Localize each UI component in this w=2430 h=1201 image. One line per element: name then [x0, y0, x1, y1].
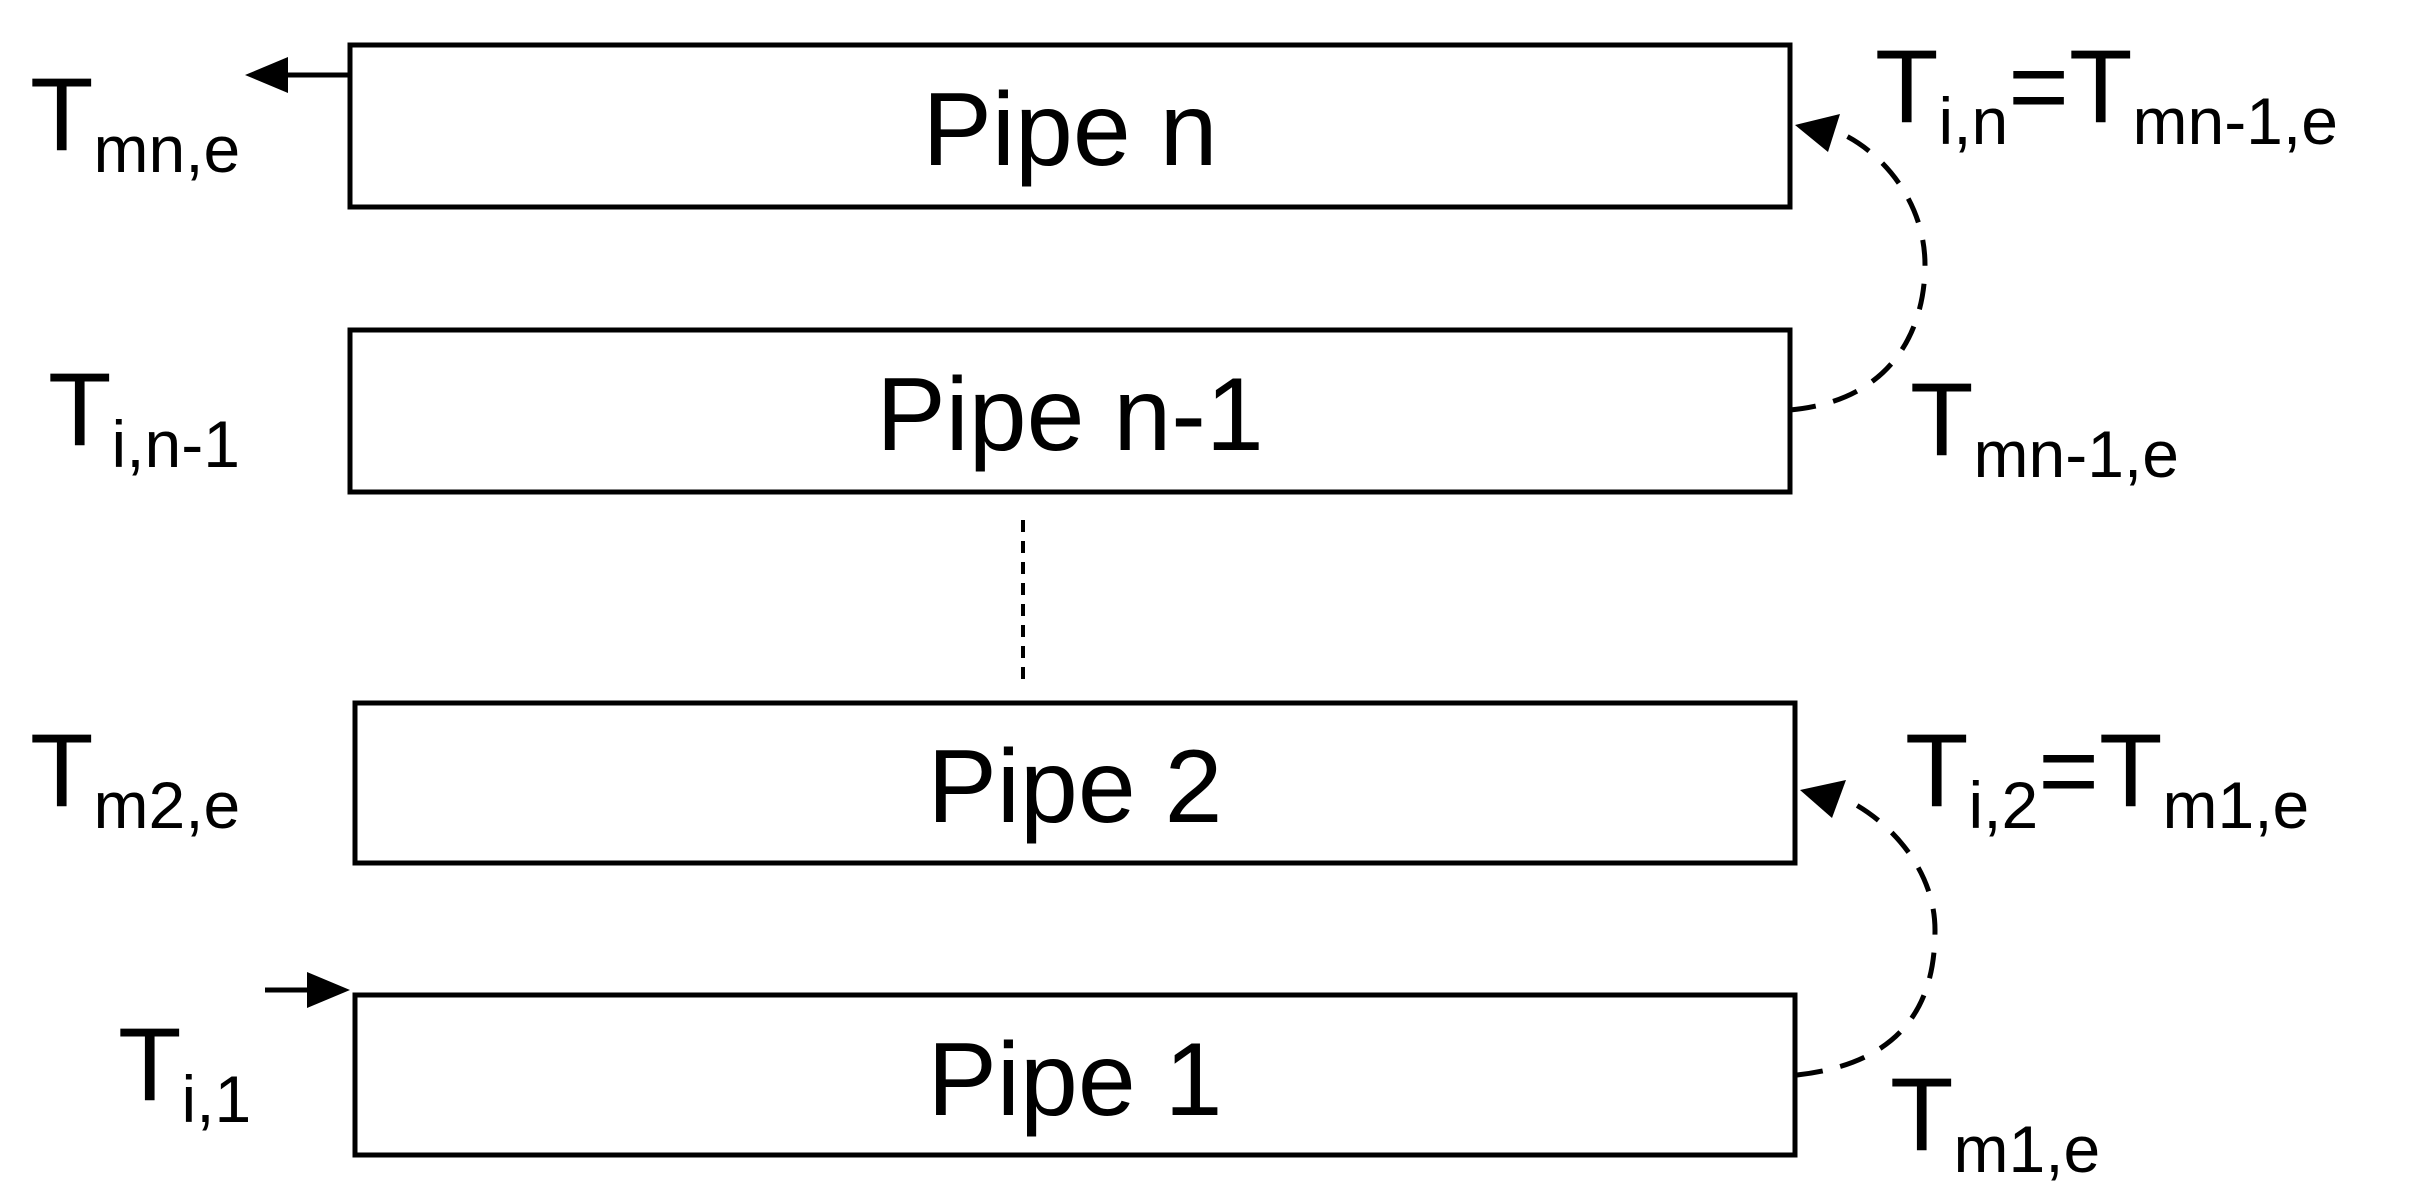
pipe-n-minus-1-label: Pipe n-1 [876, 357, 1263, 473]
connector-curve [1796, 795, 1938, 1078]
pipe-n-box [347, 42, 1793, 210]
arrowhead-left-icon [245, 57, 288, 93]
inlet-arrow-pipe-1 [265, 972, 350, 1008]
pipe-2: Pipe 2 [352, 700, 1798, 866]
pipe-n-minus-1: Pipe n-1 [347, 327, 1793, 495]
pipe-1-label: Pipe 1 [928, 1022, 1223, 1138]
outlet-temp-pipe-n: Tmn,e [30, 57, 240, 186]
pipe-1: Pipe 1 [352, 992, 1798, 1158]
pipe-2-label: Pipe 2 [928, 729, 1223, 845]
outlet-temp-pipe-2: Tm2,e [30, 713, 240, 842]
arrowhead-up-left-icon [1795, 114, 1840, 152]
pipe-1-box [352, 992, 1798, 1158]
outlet-temp-pipe-1: Tm1,e [1890, 1057, 2100, 1186]
arrowhead-right-icon [307, 972, 350, 1008]
outlet-arrow-pipe-n [245, 57, 350, 93]
inlet-temp-pipe-n-minus-1: Ti,n-1 [48, 352, 240, 481]
pipe-n-label: Pipe n [923, 72, 1218, 188]
pipe-n: Pipe n [347, 42, 1793, 210]
connector-pipe-1-to-pipe-2 [1796, 780, 1938, 1078]
connector-curve [1789, 129, 1928, 413]
pipe-n-minus-1-box [347, 327, 1793, 495]
pipe-2-box [352, 700, 1798, 866]
inlet-temp-pipe-2: Ti,2=Tm1,e [1905, 713, 2309, 842]
arrowhead-up-left-icon [1800, 780, 1846, 818]
inlet-temp-pipe-n: Ti,n=Tmn-1,e [1875, 29, 2338, 158]
inlet-temp-pipe-1: Ti,1 [118, 1007, 251, 1136]
outlet-temp-pipe-n-minus-1: Tmn-1,e [1910, 362, 2179, 491]
connector-pipe-n-minus-1-to-pipe-n [1789, 114, 1928, 413]
